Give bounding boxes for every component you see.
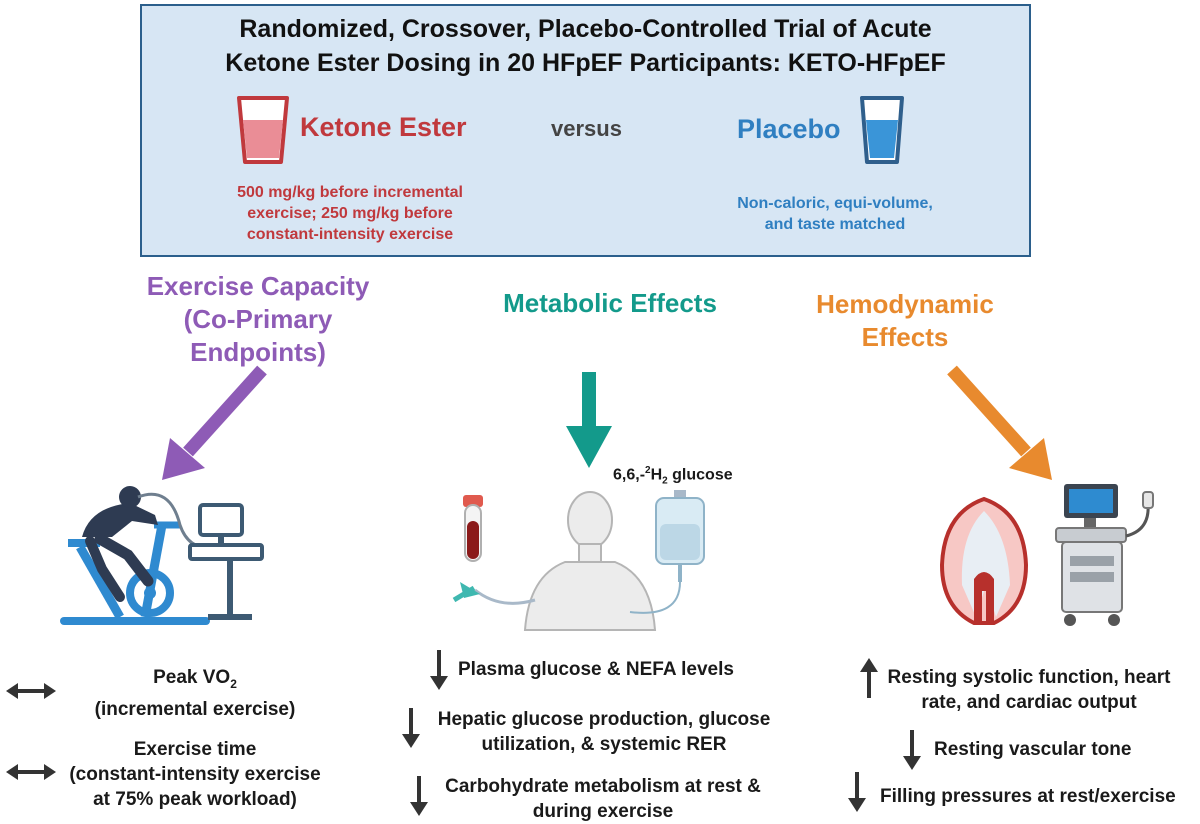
carbohydrate-line2: during exercise [532, 801, 674, 822]
exercise-heading-line2: (Co-Primary [183, 304, 333, 334]
versus-label: versus [551, 116, 622, 141]
exercise-bike-icon [60, 486, 264, 625]
plasma-glucose-result: Plasma glucose & NEFA levels [458, 659, 734, 680]
heart-icon [939, 496, 1029, 625]
hemodynamic-heading-line2: Effects [861, 322, 949, 352]
up-arrow-icon [860, 658, 878, 698]
placebo-cup-icon [860, 96, 904, 164]
down-arrow-icon [430, 650, 448, 690]
placebo-label: Placebo [737, 114, 841, 144]
trial-title: Randomized, Crossover, Placebo-Controlle… [140, 12, 1031, 80]
placebo-desc-line2: and taste matched [764, 216, 906, 233]
ketone-dose-line3: constant-intensity exercise [246, 226, 454, 243]
tracer-sub: 2 [662, 475, 668, 487]
placebo-desc-line1: Non-caloric, equi-volume, [737, 195, 933, 212]
ketone-cup-icon [237, 96, 289, 164]
iv-line-icon [452, 582, 536, 605]
ketone-dose-line2: exercise; 250 mg/kg before [247, 205, 453, 222]
peak-vo2-line2: (incremental exercise) [94, 698, 296, 720]
exercise-heading-line3: Endpoints) [190, 337, 326, 367]
hepatic-glucose-result: Hepatic glucose production, glucose util… [424, 707, 784, 757]
down-arrow-icon [410, 776, 428, 816]
echo-machine-icon [1055, 484, 1154, 626]
peak-vo2-text: Peak VO [153, 667, 231, 688]
tracer-prefix: 6,6,- [613, 466, 646, 484]
exercise-time-line1: Exercise time [133, 739, 257, 760]
hemodynamic-heading-line1: Hemodynamic [816, 289, 994, 319]
peak-vo2-line1: Peak VO2 [60, 665, 330, 697]
peak-vo2-result: Peak VO2 (incremental exercise) [60, 665, 330, 722]
down-arrow-icon [903, 730, 921, 770]
filling-pressures-result: Filling pressures at rest/exercise [880, 786, 1176, 807]
exercise-capacity-heading: Exercise Capacity (Co-Primary Endpoints) [118, 270, 398, 369]
down-arrow-icon [402, 708, 420, 748]
ketone-dose-text: 500 mg/kg before incremental exercise; 2… [200, 182, 500, 245]
exercise-time-line3: at 75% peak workload) [93, 789, 297, 810]
carbohydrate-result: Carbohydrate metabolism at rest & during… [428, 774, 778, 824]
exercise-heading-line1: Exercise Capacity [146, 271, 370, 301]
carbohydrate-line1: Carbohydrate metabolism at rest & [445, 776, 761, 797]
tracer-sup: 2 [645, 465, 651, 476]
peak-vo2-sub: 2 [230, 676, 237, 691]
exercise-time-result: Exercise time (constant-intensity exerci… [60, 737, 330, 812]
placebo-desc-text: Non-caloric, equi-volume, and taste matc… [700, 193, 970, 235]
hepatic-line2: utilization, & systemic RER [481, 734, 727, 755]
trial-title-line2: Ketone Ester Dosing in 20 HFpEF Particip… [225, 49, 946, 77]
ketone-dose-line1: 500 mg/kg before incremental [237, 184, 463, 201]
hepatic-line1: Hepatic glucose production, glucose [437, 709, 771, 730]
no-change-arrow-icon [6, 764, 56, 780]
systolic-line2: rate, and cardiac output [921, 692, 1137, 713]
iv-bag-icon [629, 490, 705, 614]
ketone-ester-label: Ketone Ester [300, 112, 467, 142]
exercise-time-line2: (constant-intensity exercise [69, 764, 321, 785]
tracer-suffix: glucose [667, 466, 733, 484]
person-icon [523, 491, 657, 631]
hemodynamic-effects-heading: Hemodynamic Effects [760, 288, 1050, 354]
metabolic-effects-heading: Metabolic Effects [503, 288, 717, 318]
vascular-tone-result: Resting vascular tone [934, 739, 1132, 760]
down-arrow-icon [848, 772, 866, 812]
trial-title-line1: Randomized, Crossover, Placebo-Controlle… [239, 15, 932, 43]
tracer-h: H [650, 466, 663, 484]
systolic-line1: Resting systolic function, heart [887, 667, 1171, 688]
tracer-label: 6,6,-2H2 glucose [613, 458, 733, 494]
no-change-arrow-icon [6, 683, 56, 699]
systolic-function-result: Resting systolic function, heart rate, a… [884, 665, 1174, 715]
blood-tube-icon [463, 495, 483, 562]
